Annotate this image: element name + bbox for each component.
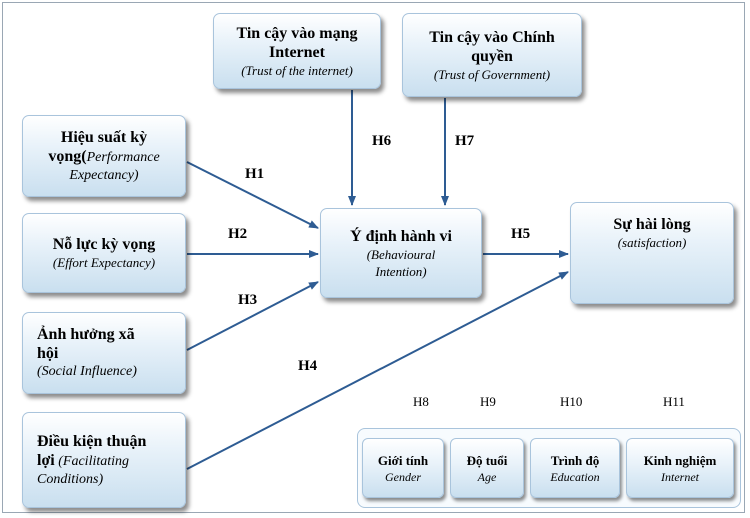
moderator-experience-title: Kinh nghiệm (643, 452, 717, 468)
label-h11: H11 (663, 394, 685, 409)
moderator-age-subtitle: Age (477, 469, 497, 484)
moderator-education-title: Trình độ (550, 452, 600, 468)
node-intention: Ý định hành vi (Behavioural Intention) (320, 208, 482, 298)
node-social-title-1: Ảnh hưởng xã (37, 326, 135, 343)
moderator-gender-title: Giới tính (377, 452, 429, 468)
node-performance-title-2-italic: Performance (86, 149, 160, 165)
node-satisfaction-title: Sự hài lòng (613, 216, 691, 233)
node-trust-internet-subtitle: (Trust of the internet) (241, 62, 353, 78)
arrow-h4 (186, 271, 569, 470)
moderator-education: Trình độ Education (530, 438, 620, 498)
moderator-age-title: Độ tuổi (466, 452, 508, 468)
node-trust-government-title-1: Tin cậy vào Chính (429, 28, 555, 46)
node-intention-subtitle-2: Intention) (375, 263, 427, 279)
node-performance-title-1: Hiệu suất kỳ (60, 128, 148, 146)
node-performance-title-2: vọng( (48, 147, 87, 165)
node-satisfaction: Sự hài lòng (satisfaction) (570, 202, 734, 304)
node-effort-title: Nỗ lực kỳ vọng (52, 236, 156, 253)
node-performance: Hiệu suất kỳ vọng(Performance Expectancy… (22, 115, 186, 197)
node-facilitating: Điều kiện thuận lợi (Facilitating Condit… (22, 412, 186, 508)
label-h7: H7 (455, 133, 475, 149)
node-effort: Nỗ lực kỳ vọng (Effort Expectancy) (22, 213, 186, 293)
diagram-frame (2, 2, 745, 513)
node-intention-title: Ý định hành vi (350, 227, 452, 245)
label-h6: H6 (372, 133, 392, 149)
node-trust-government-subtitle: (Trust of Government) (433, 66, 551, 82)
arrow-h3 (186, 281, 319, 351)
moderator-experience-subtitle: Internet (661, 469, 699, 484)
node-trust-internet: Tin cậy vào mạng Internet (Trust of the … (213, 13, 381, 89)
moderator-gender: Giới tính Gender (362, 438, 444, 498)
node-trust-internet-title-2: Internet (269, 43, 325, 61)
node-effort-subtitle: (Effort Expectancy) (52, 255, 156, 270)
node-social-title-2: hội (37, 345, 59, 362)
moderator-gender-subtitle: Gender (385, 469, 421, 484)
label-h2: H2 (228, 226, 248, 242)
node-intention-subtitle-1: (Behavioural (366, 246, 436, 262)
node-facilitating-line-2: lợi (Facilitating (37, 451, 129, 471)
node-performance-title-2-line: vọng(Performance (48, 147, 159, 167)
moderator-age: Độ tuổi Age (450, 438, 524, 498)
label-h4: H4 (298, 358, 318, 374)
node-social: Ảnh hưởng xã hội (Social Influence) (22, 312, 186, 394)
label-h3: H3 (238, 292, 258, 308)
node-social-subtitle: (Social Influence) (37, 364, 137, 379)
arrow-h1 (186, 161, 319, 229)
node-trust-government: Tin cậy vào Chính quyền (Trust of Govern… (402, 13, 582, 97)
node-performance-subtitle: Expectancy) (69, 167, 139, 183)
label-h5: H5 (511, 226, 531, 242)
label-h1: H1 (245, 166, 265, 182)
moderator-experience: Kinh nghiệm Internet (626, 438, 734, 498)
label-h9: H9 (480, 394, 496, 409)
label-h10: H10 (560, 394, 583, 409)
node-facilitating-title-1: Điều kiện thuận (37, 432, 147, 450)
label-h8: H8 (413, 394, 429, 409)
node-facilitating-subtitle-1: (Facilitating (54, 453, 130, 469)
node-satisfaction-subtitle: (satisfaction) (617, 235, 687, 250)
node-trust-internet-title-1: Tin cậy vào mạng (236, 24, 358, 42)
node-facilitating-title-2: lợi (37, 451, 55, 469)
node-trust-government-title-2: quyền (471, 47, 513, 65)
node-facilitating-subtitle-2: Conditions) (37, 471, 104, 487)
moderator-education-subtitle: Education (550, 469, 600, 484)
